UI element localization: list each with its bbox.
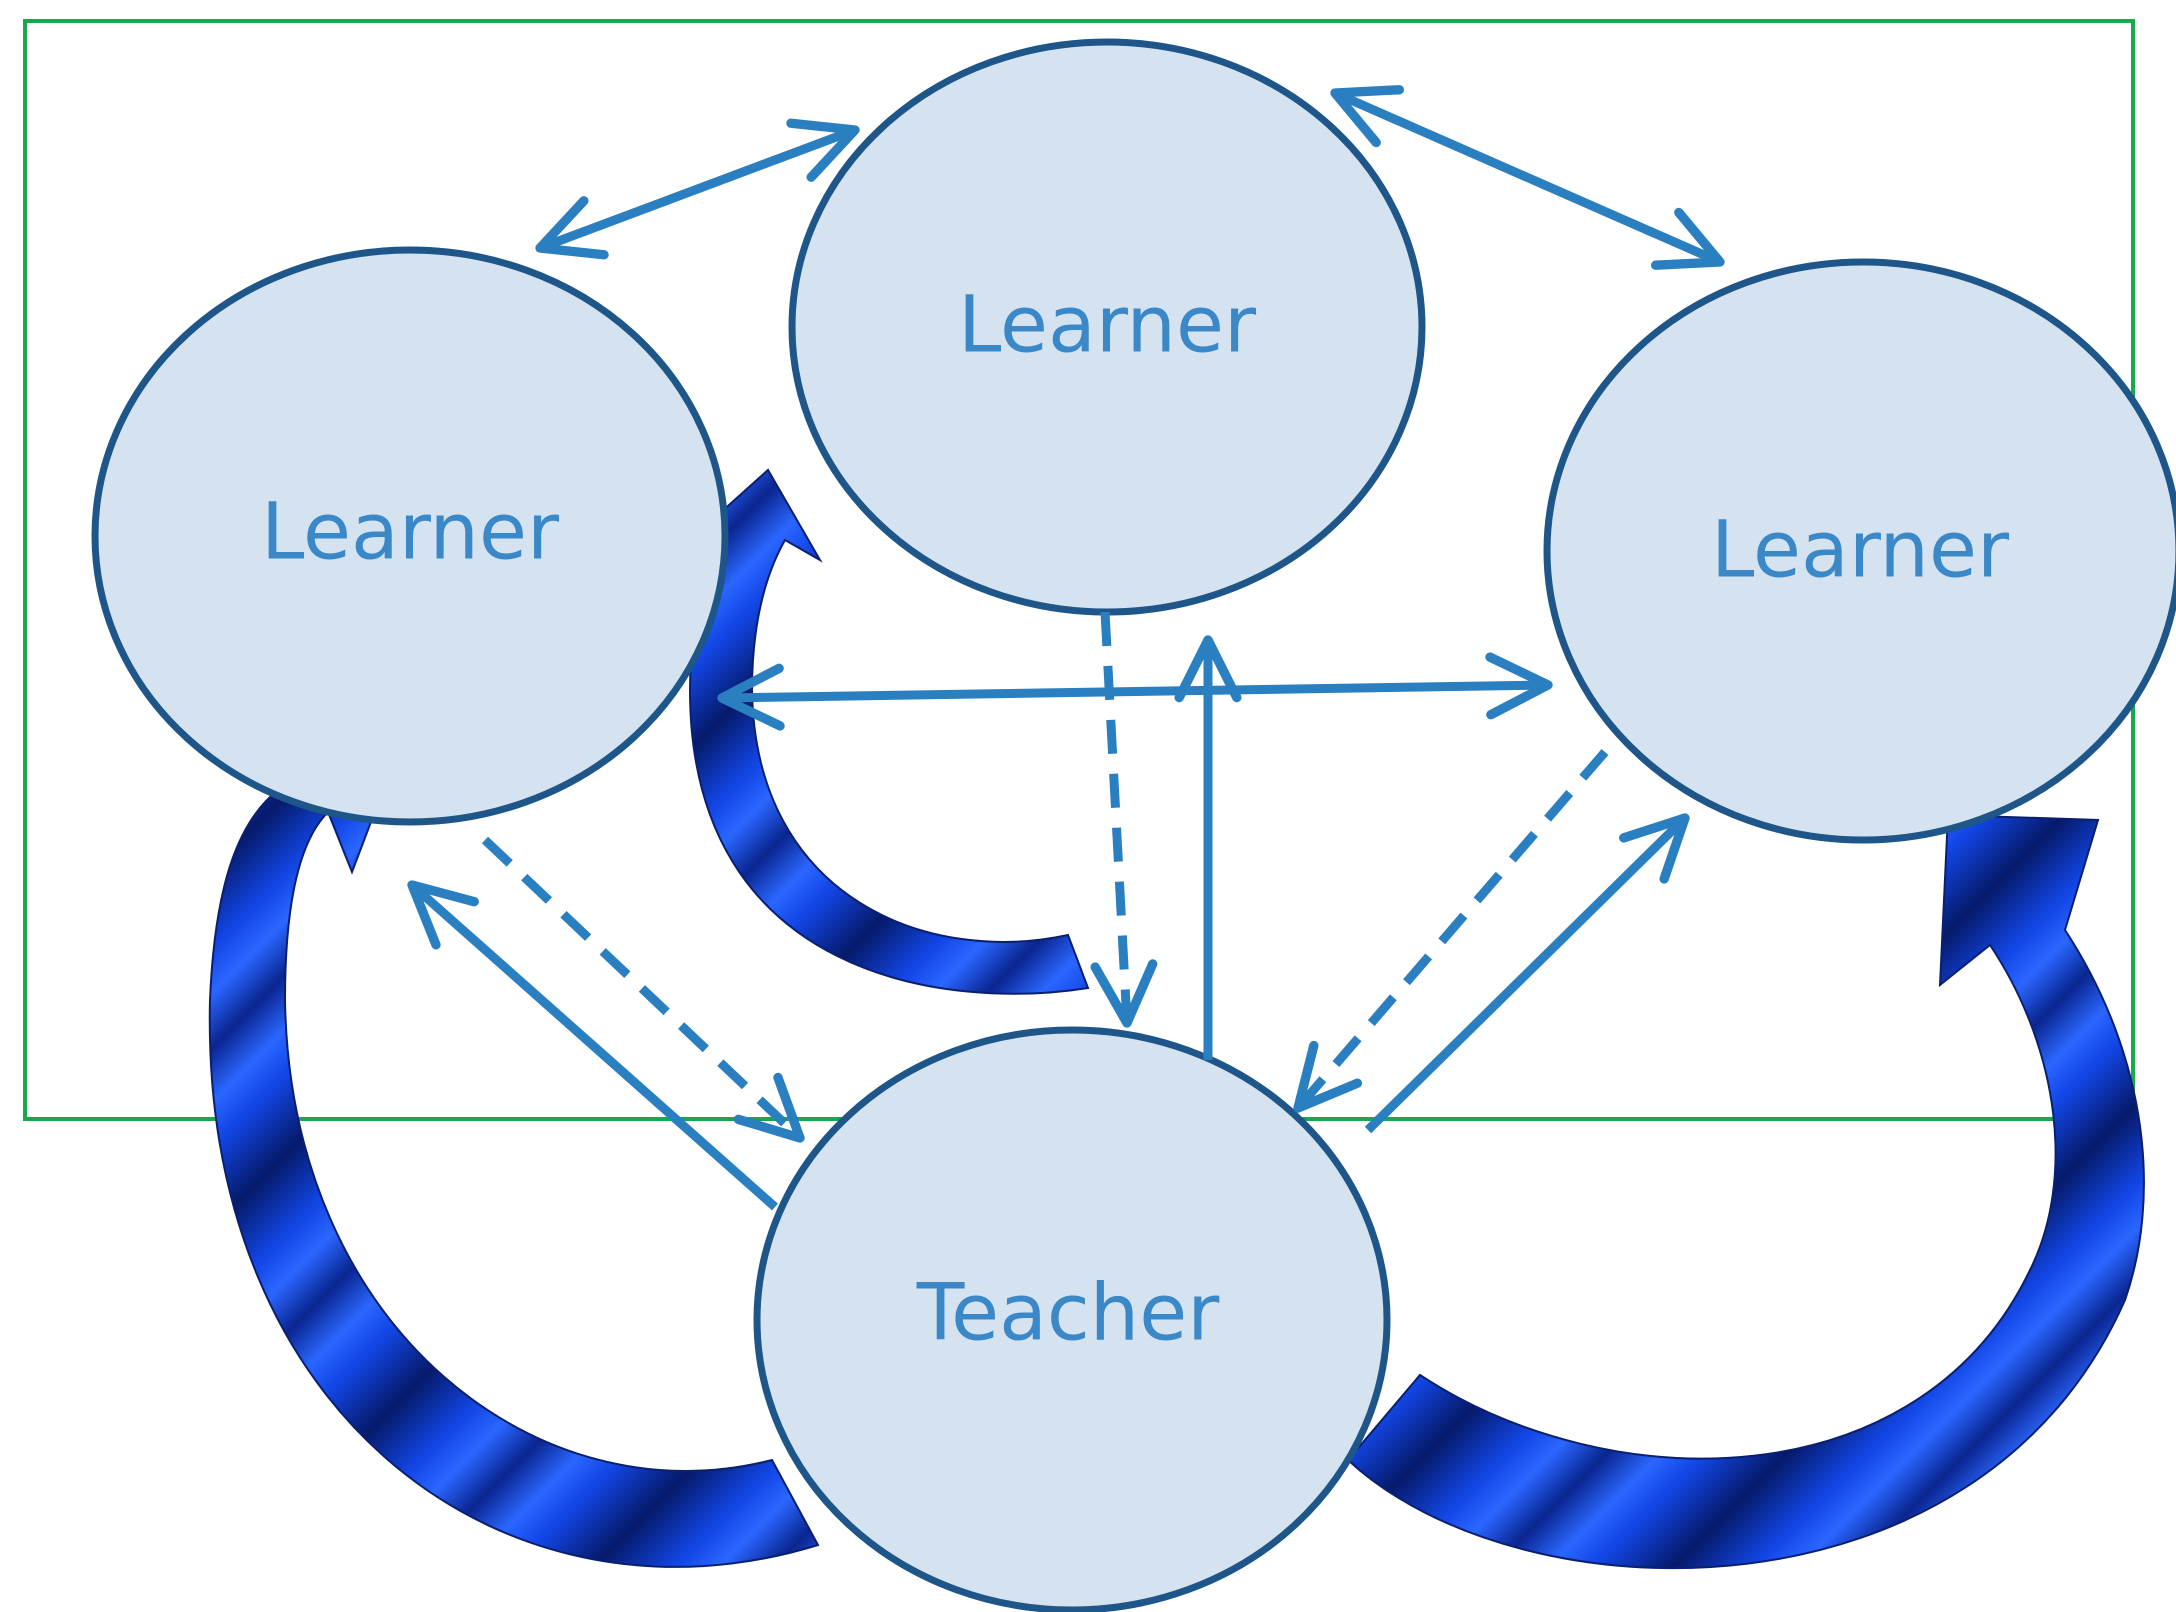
learner-left-node: Learner — [91, 246, 729, 826]
connector-left-top-learners — [535, 118, 860, 260]
curved-arrow-center-to-top-learner — [688, 468, 1090, 995]
connector-top-right-learners — [1330, 85, 1725, 270]
learner-left-label: Learner — [261, 487, 560, 577]
connector-left-learner-to-teacher-dashed — [481, 836, 805, 1143]
learner-top-label: Learner — [958, 280, 1257, 370]
connector-right-learner-to-teacher-dashed — [1293, 749, 1609, 1113]
connector-left-right-learners — [717, 652, 1553, 731]
learner-right-node: Learner — [1543, 258, 2176, 844]
teacher-node: Teacher — [753, 1026, 1391, 1612]
connector-teacher-to-right-learner — [1364, 813, 1690, 1134]
connector-teacher-to-left-learner — [407, 880, 778, 1211]
curved-arrow-teacher-to-right-learner — [1346, 813, 2145, 1570]
learner-top-node: Learner — [788, 38, 1426, 616]
learner-right-label: Learner — [1711, 505, 2010, 595]
teacher-label: Teacher — [916, 1268, 1220, 1358]
connector-top-learner-to-teacher-dashed — [1090, 611, 1158, 1028]
